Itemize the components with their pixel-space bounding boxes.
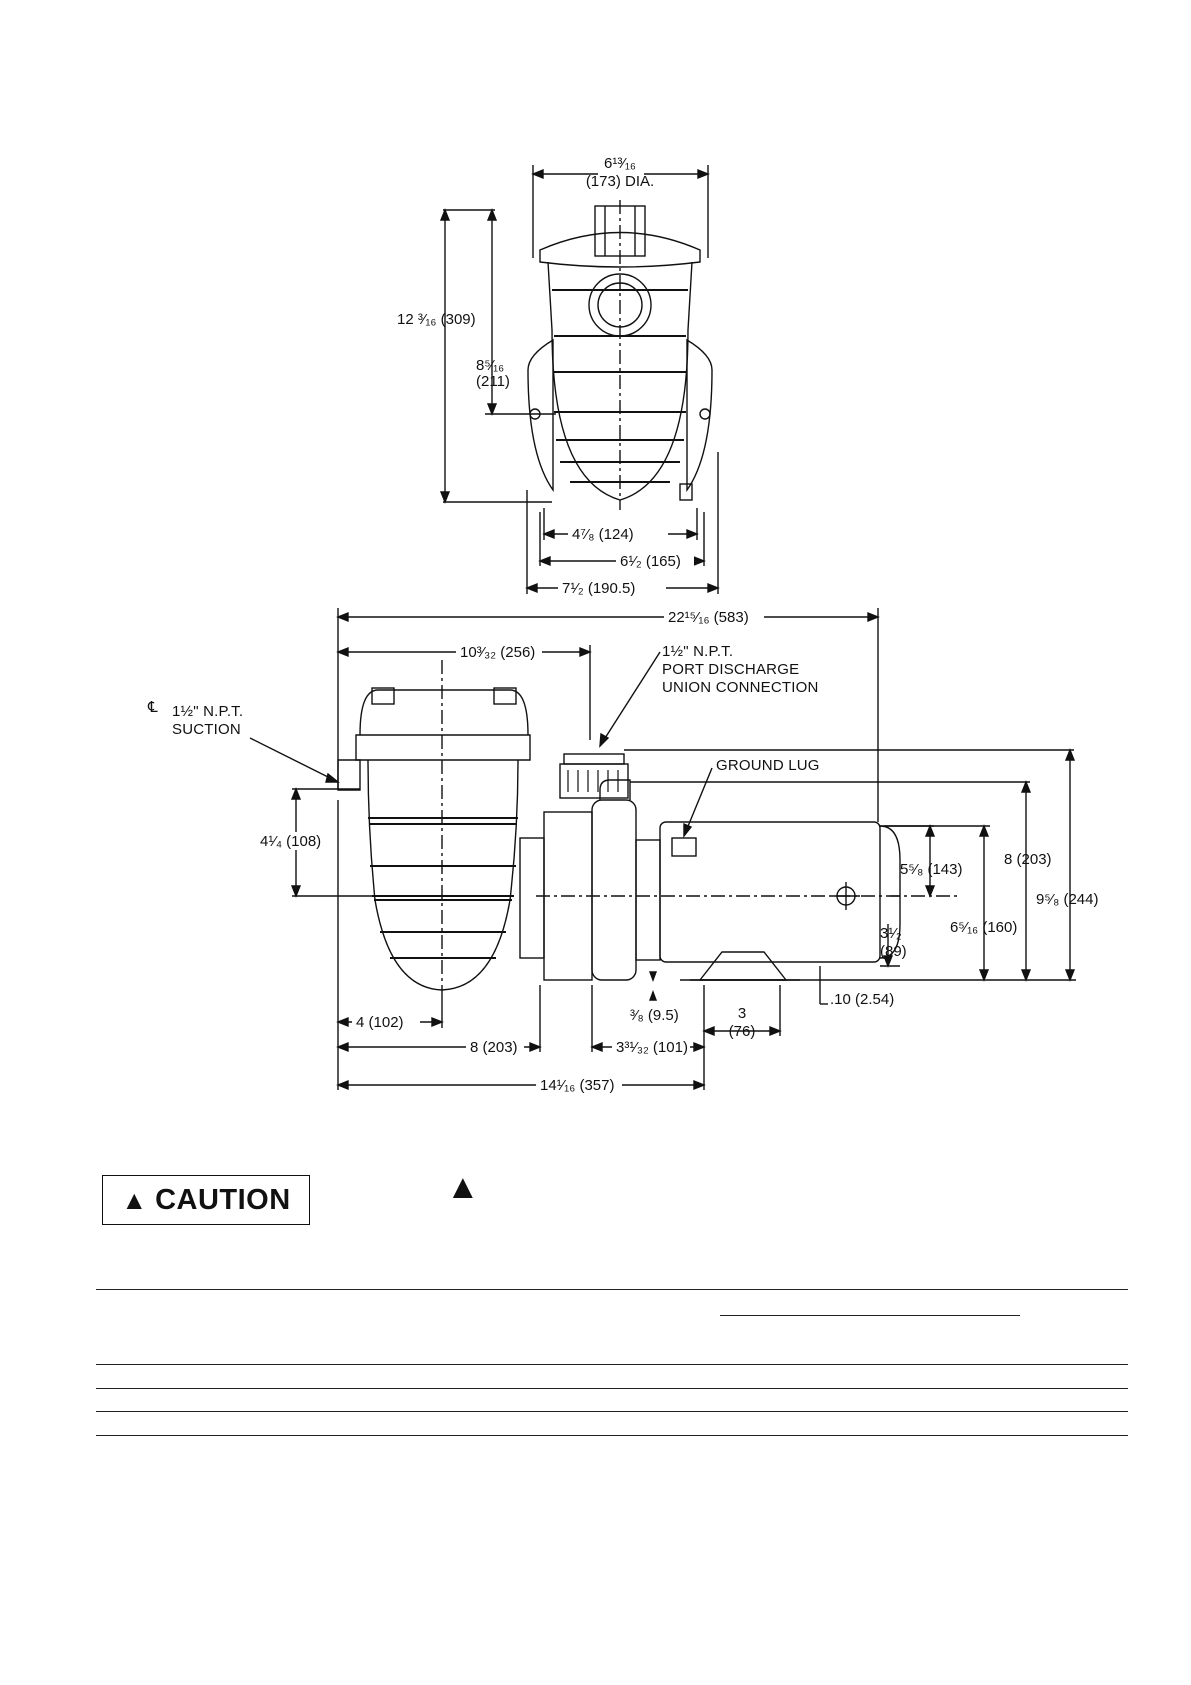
top-height-total-label: 12 ³⁄₁₆ (309)	[397, 311, 476, 328]
discharge-offset-label: 10³⁄₃₂ (256)	[460, 644, 535, 661]
top-width-b-label: 6¹⁄₂ (165)	[620, 553, 681, 570]
top-dia-label: 6¹³⁄₁₆	[604, 155, 636, 172]
centerline-symbol: ℄	[147, 699, 158, 716]
table-rule	[96, 1364, 1128, 1365]
top-dia-mm-label: (173) DIA.	[586, 173, 654, 190]
table-header-underline	[720, 1315, 1020, 1316]
table-rule-bottom	[96, 1435, 1128, 1436]
warning-triangle-icon: ▲	[446, 1168, 480, 1206]
height-total-label: 9⁵⁄₈ (244)	[1036, 891, 1098, 908]
top-width-c-label: 7¹⁄₂ (190.5)	[562, 580, 635, 597]
foot-height-label: 3¹⁄₂	[880, 925, 902, 942]
strainer-len-label: 8 (203)	[470, 1039, 518, 1056]
foot-offset-label: 3³¹⁄₃₂ (101)	[616, 1039, 688, 1056]
shaft-height-label: 5⁵⁄₈ (143)	[900, 861, 962, 878]
caution-label: CAUTION	[155, 1183, 291, 1216]
base-length-label: 14¹⁄₁₆ (357)	[540, 1077, 614, 1094]
suction-label-1: 1½" N.P.T.	[172, 703, 243, 720]
top-view	[439, 165, 720, 594]
pump-dimension-drawing: 6¹³⁄₁₆ (173) DIA. 12 ³⁄₁₆ (309) 8⁵⁄₁₆ (2…	[147, 155, 1098, 1094]
foot-width-mm-label: (76)	[729, 1023, 756, 1040]
table-rule	[96, 1411, 1128, 1412]
suction-height-label: 4¹⁄₄ (108)	[260, 833, 321, 850]
height-8-label: 8 (203)	[1004, 851, 1052, 868]
overall-length-label: 22¹⁵⁄₁₆ (583)	[668, 609, 749, 626]
top-view-labels: 6¹³⁄₁₆ (173) DIA. 12 ³⁄₁₆ (309) 8⁵⁄₁₆ (2…	[397, 155, 694, 597]
discharge-label-1: 1½" N.P.T.	[662, 643, 733, 660]
table-rule	[96, 1388, 1128, 1389]
strainer-half-label: 4 (102)	[356, 1014, 404, 1031]
ground-lug-label: GROUND LUG	[716, 757, 820, 774]
side-view-labels: 22¹⁵⁄₁₆ (583) 10³⁄₃₂ (256) 1½" N.P.T. PO…	[147, 608, 1098, 1094]
warning-triangle-icon: ▲	[121, 1185, 148, 1215]
suction-label-2: SUCTION	[172, 721, 241, 738]
top-width-a-label: 4⁷⁄₈ (124)	[572, 526, 634, 543]
base-gap-label: .10 (2.54)	[830, 991, 894, 1008]
top-height-center-mm-label: (211)	[476, 373, 510, 390]
base-offset-label: ³⁄₈ (9.5)	[630, 1007, 679, 1024]
discharge-label-3: UNION CONNECTION	[662, 679, 819, 696]
table-rule-top	[96, 1289, 1128, 1290]
motor-height-label: 6⁵⁄₁₆ (160)	[950, 919, 1017, 936]
top-height-center-label: 8⁵⁄₁₆	[476, 357, 504, 374]
discharge-label-2: PORT DISCHARGE	[662, 661, 799, 678]
foot-width-label: 3	[738, 1005, 746, 1022]
side-view	[249, 608, 1076, 1091]
foot-height-mm-label: (89)	[880, 943, 907, 960]
caution-box: ▲ CAUTION	[102, 1175, 310, 1225]
